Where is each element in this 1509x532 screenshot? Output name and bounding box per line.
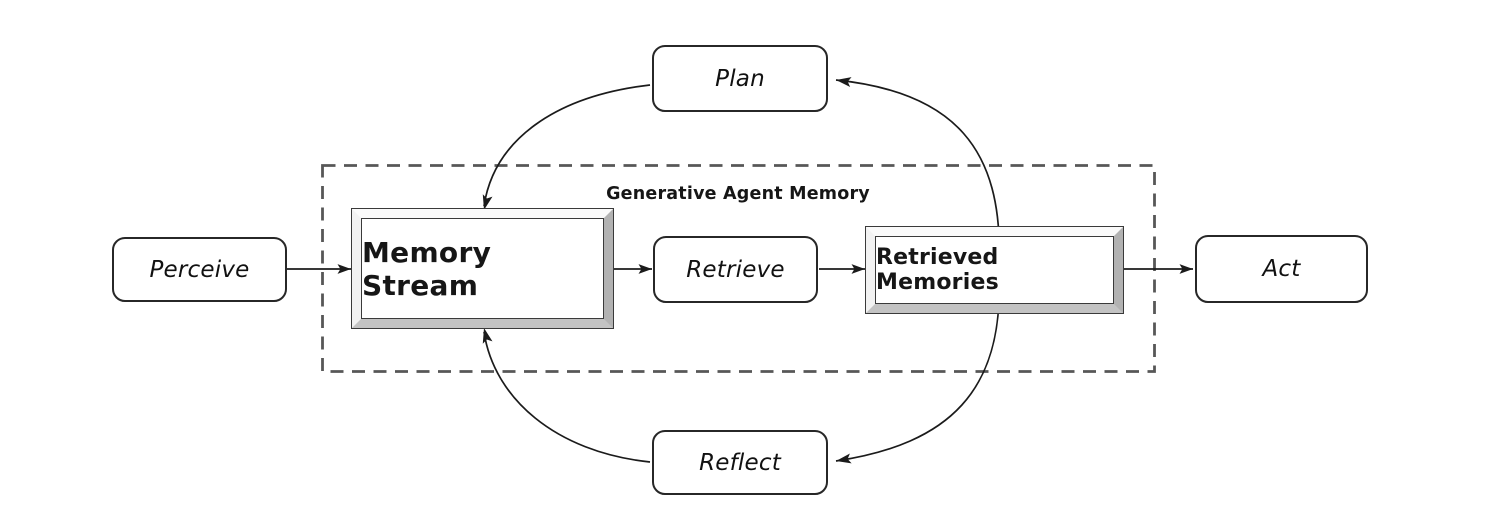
node-perceive: Perceive bbox=[112, 237, 287, 302]
node-act: Act bbox=[1195, 235, 1368, 303]
boundary-title: Generative Agent Memory bbox=[606, 184, 870, 204]
node-memory-stream-inner: Memory Stream bbox=[361, 218, 604, 319]
node-reflect: Reflect bbox=[652, 430, 828, 495]
arrowhead-into-plan bbox=[836, 77, 852, 88]
node-memory-stream-label: Memory Stream bbox=[362, 235, 492, 302]
node-plan-label: Plan bbox=[715, 65, 765, 92]
curve-retrieved-memories-to-reflect bbox=[835, 277, 1000, 462]
node-memory-stream: Memory Stream bbox=[351, 208, 614, 329]
node-act-label: Act bbox=[1262, 256, 1301, 282]
curve-retrieved-memories-to-plan bbox=[835, 79, 1001, 263]
node-retrieved-memories-inner: Retrieved Memories bbox=[875, 236, 1114, 304]
node-plan: Plan bbox=[652, 45, 828, 112]
node-reflect-label: Reflect bbox=[699, 449, 781, 476]
node-retrieve-label: Retrieve bbox=[686, 256, 785, 283]
arrowhead-into-memory-stream-top bbox=[482, 194, 493, 210]
node-retrieved-memories: Retrieved Memories bbox=[865, 226, 1124, 314]
curve-plan-to-memory-stream bbox=[483, 84, 651, 207]
node-retrieved-memories-label: Retrieved Memories bbox=[876, 245, 999, 295]
node-perceive-label: Perceive bbox=[149, 256, 250, 283]
curve-reflect-to-memory-stream bbox=[483, 331, 651, 463]
arrowhead-into-memory-stream-bottom bbox=[482, 328, 493, 344]
arrowhead-into-reflect bbox=[836, 453, 852, 464]
node-retrieve: Retrieve bbox=[653, 236, 818, 303]
